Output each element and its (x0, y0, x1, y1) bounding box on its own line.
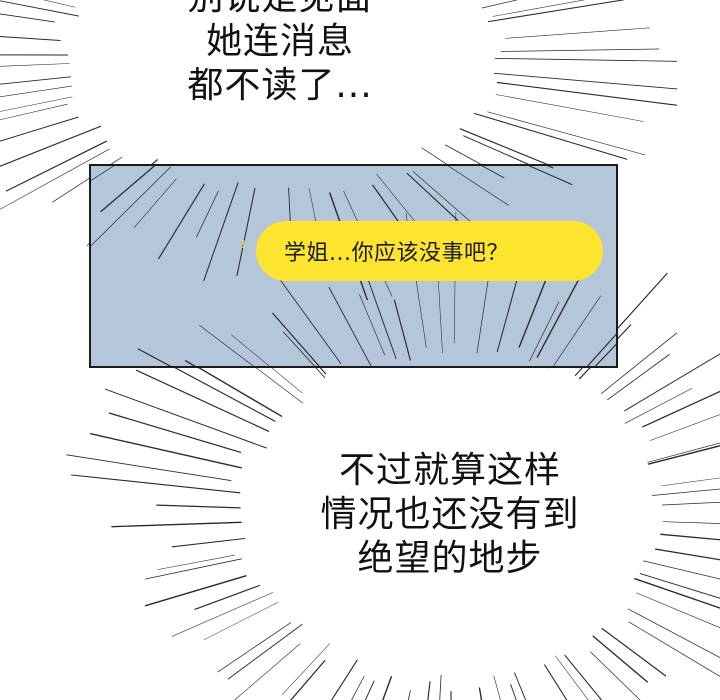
caption-line: 绝望的地步 (357, 538, 543, 579)
caption-line: 她连消息 (205, 21, 354, 62)
chat-screen-panel: 1 学姐...你应该没事吧？ (89, 164, 618, 368)
bottom-narration-caption: 不过就算这样 情况也还没有到 绝望的地步 (300, 449, 600, 581)
chat-message-text: 学姐...你应该没事吧？ (284, 241, 509, 266)
caption-line: 情况也还没有到 (320, 494, 580, 535)
unread-count-badge: 1 (240, 238, 247, 251)
caption-line: 不过就算这样 (338, 450, 561, 491)
caption-line: 都不读了... (187, 65, 373, 106)
top-narration-caption: 别说是见面 她连消息 都不读了... (140, 0, 420, 108)
caption-line: 别说是见面 (140, 0, 420, 20)
chat-message-bubble: 学姐...你应该没事吧？ (256, 221, 603, 281)
